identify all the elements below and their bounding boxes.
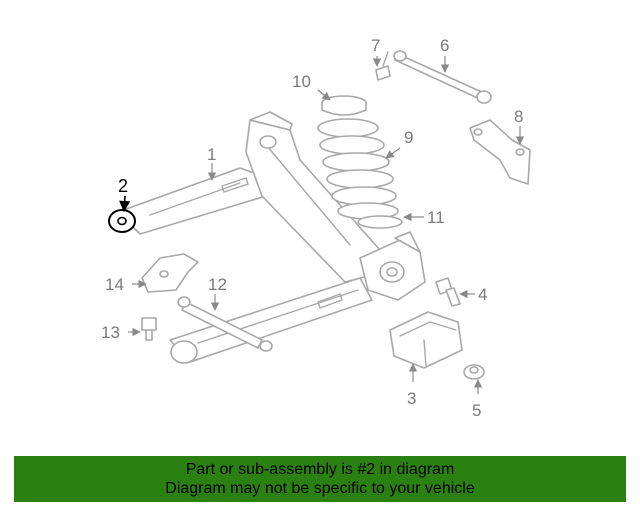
part-7-bolt[interactable] <box>375 51 391 81</box>
part-13-bolt[interactable] <box>141 317 157 341</box>
callout-5[interactable]: 5 <box>472 401 481 420</box>
callout-11[interactable]: 11 <box>427 208 445 227</box>
callout-10[interactable]: 10 <box>292 72 311 91</box>
callout-14[interactable]: 14 <box>105 275 124 294</box>
callout-4[interactable]: 4 <box>478 285 487 304</box>
callout-7[interactable]: 7 <box>371 36 380 55</box>
part-12-lower-arm[interactable] <box>169 277 373 364</box>
knuckle-bracket[interactable] <box>359 231 426 301</box>
part-9-coil-spring[interactable] <box>317 118 399 220</box>
callout-1[interactable]: 1 <box>207 145 216 164</box>
banner-line-1: Part or sub-assembly is #2 in diagram <box>185 461 455 478</box>
callout-13[interactable]: 13 <box>101 323 120 342</box>
part-1-axle-beam[interactable] <box>117 111 381 283</box>
part-4-bolt[interactable] <box>435 277 461 307</box>
callout-12[interactable]: 12 <box>208 275 227 294</box>
part-11-spring-seat[interactable] <box>357 215 403 229</box>
part-5-nut[interactable] <box>463 364 485 380</box>
part-6-track-bar[interactable] <box>393 50 492 104</box>
callout-2[interactable]: 2 <box>118 176 128 196</box>
callout-3[interactable]: 3 <box>407 389 416 408</box>
part-14-bracket[interactable] <box>141 253 199 293</box>
suspension-parts-diagram: 1 2 3 4 5 6 7 8 9 10 11 12 13 14 <box>101 36 531 420</box>
part-2-bushing[interactable] <box>108 209 136 233</box>
callout-9[interactable]: 9 <box>404 128 413 147</box>
callout-8[interactable]: 8 <box>514 107 523 126</box>
part-10-spring-isolator[interactable] <box>321 95 367 116</box>
part-8-bracket[interactable] <box>469 119 531 185</box>
part-3-mount[interactable] <box>389 311 463 369</box>
info-banner: Part or sub-assembly is #2 in diagram Di… <box>14 456 626 502</box>
callout-6[interactable]: 6 <box>440 36 449 55</box>
banner-line-2: Diagram may not be specific to your vehi… <box>165 480 475 497</box>
